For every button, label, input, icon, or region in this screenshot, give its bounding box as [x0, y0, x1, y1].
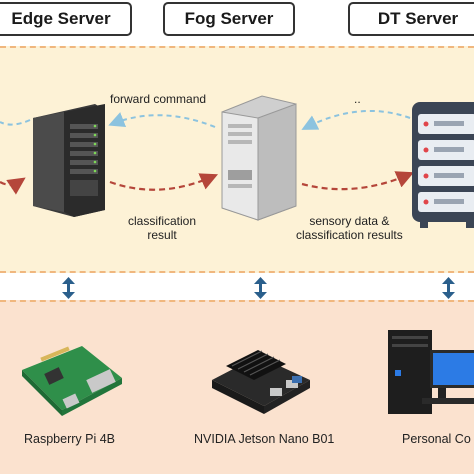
jetson-nano-label: NVIDIA Jetson Nano B01: [194, 432, 334, 446]
raspberry-pi-label: Raspberry Pi 4B: [24, 432, 115, 446]
dt-server-title: DT Server: [377, 9, 459, 28]
forward-command-arrow-dt-to-fog: [301, 109, 411, 130]
forward-command-arrow-fog-to-edge: [108, 112, 216, 128]
jetson-nano-icon: [212, 350, 310, 414]
forward-command-arrows: [0, 109, 411, 130]
fog-server-title: Fog Server: [184, 9, 274, 28]
ellipsis-text: ..: [354, 92, 361, 106]
raspberry-pi-text: Raspberry Pi 4B: [24, 432, 116, 446]
forward-command-text: forward command: [110, 92, 207, 106]
left-result-arrow: [0, 177, 26, 195]
sensory-data-arrow: [301, 171, 415, 191]
raspberry-pi-icon: [22, 346, 122, 416]
personal-computer-label: Personal Co: [402, 432, 471, 446]
dt-vertical-arrow: [442, 277, 455, 299]
sensory-data-label: sensory data & classification results: [296, 200, 403, 242]
result-arrows: [0, 171, 415, 195]
personal-computer-icon: [388, 330, 474, 414]
sensory-data-text: sensory data & classification results: [296, 214, 403, 242]
edge-server-icon: [33, 104, 105, 217]
dt-server-icon: [412, 102, 474, 228]
jetson-nano-text: NVIDIA Jetson Nano B01: [194, 432, 335, 446]
edge-server-title: Edge Server: [11, 9, 111, 28]
classification-result-arrow: [109, 173, 219, 191]
dt-server-header: DT Server: [348, 2, 474, 36]
fog-vertical-arrow: [254, 277, 267, 299]
personal-computer-text: Personal Co: [402, 432, 471, 446]
classification-result-label: classification result: [128, 200, 196, 242]
fog-server-icon: [221, 95, 297, 221]
classification-result-text: classification result: [128, 214, 197, 242]
edge-vertical-arrow: [62, 277, 75, 299]
forward-command-arrow-edge-to-left: [0, 119, 31, 126]
ellipsis-label: ..: [354, 92, 361, 106]
vertical-link-arrows: [62, 277, 455, 299]
edge-server-header: Edge Server: [0, 2, 132, 36]
fog-server-header: Fog Server: [163, 2, 295, 36]
forward-command-label: forward command: [110, 92, 206, 106]
